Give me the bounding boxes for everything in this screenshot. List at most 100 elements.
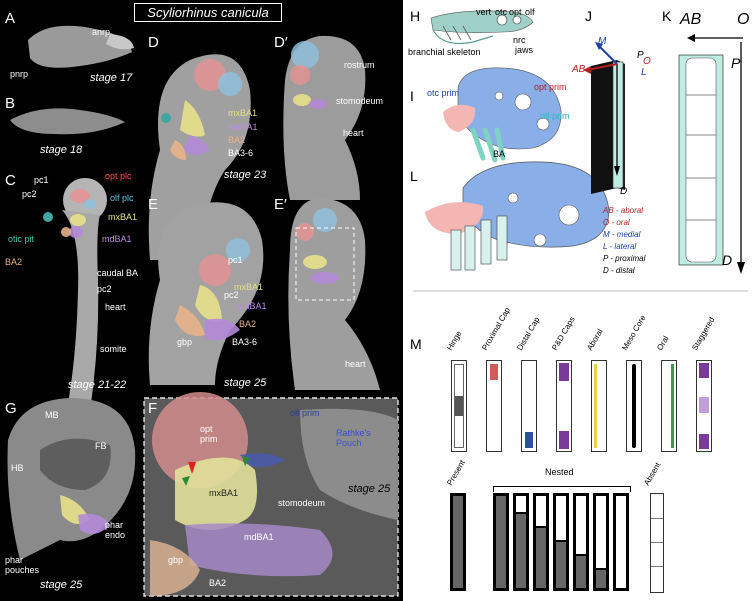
nested-bracket: [493, 486, 631, 492]
label-k-d: D: [722, 252, 733, 268]
label-mdba1-f: mdBA1: [244, 532, 274, 542]
bar-proximal-cap: [486, 360, 502, 452]
label-vert: vert: [476, 7, 492, 17]
panel-letter-d2: D′: [274, 34, 288, 51]
label-j-p: P: [637, 50, 644, 61]
panel-letter-c: C: [5, 172, 16, 189]
label-phar-endo: phar endo: [105, 520, 126, 540]
panel-letter-l: L: [410, 168, 418, 184]
panel-letter-g: G: [5, 400, 17, 417]
label-olf: olf: [525, 7, 535, 17]
label-pc1-e: pc1: [228, 255, 243, 265]
legend-medial: M - medial: [603, 230, 641, 239]
label-j-o: O: [643, 56, 651, 67]
bar-aboral: [591, 360, 607, 452]
label-ba2-e: BA2: [239, 319, 257, 329]
label-mxba1-e: mxBA1: [234, 282, 264, 292]
panel-letter-h: H: [410, 8, 421, 24]
bar-present: [450, 493, 466, 591]
label-heart-c: heart: [105, 302, 126, 312]
bar-pd-caps: [556, 360, 572, 452]
schematic-area: H I J K L M vert otc opt olf nrc jaws br…: [403, 0, 755, 601]
label-otc-prim: otc prim: [427, 88, 460, 98]
schematic-drawings: [413, 10, 748, 292]
label-mb: MB: [45, 410, 59, 420]
legend-proximal: P - proximal: [603, 254, 646, 263]
label-ba2-c: BA2: [5, 257, 23, 267]
label-stomodeum-d2: stomodeum: [336, 96, 384, 106]
label-ba3-6-d: BA3-6: [228, 148, 254, 158]
label-k-ab: AB: [680, 11, 702, 28]
bar-nested-3: [533, 493, 549, 591]
bar-nested-1: [493, 493, 509, 591]
label-gbp-e: gbp: [177, 337, 193, 347]
label-branchial-skeleton: branchial skeleton: [408, 47, 481, 57]
label-k-o: O: [737, 11, 750, 28]
bar-staggered: [696, 360, 712, 452]
label-caudal-ba: caudal BA: [97, 268, 139, 278]
panel-letter-j: J: [585, 8, 592, 24]
label-olf-plc: olf plc: [110, 193, 134, 203]
bar-oral: [661, 360, 677, 452]
sem-drawings: [7, 25, 399, 597]
label-heart-e2: heart: [345, 359, 366, 369]
label-mdba1-c: mdBA1: [102, 234, 132, 244]
label-otc: otc: [495, 7, 508, 17]
bar-nested-7: [613, 493, 629, 591]
panel-letter-e: E: [148, 196, 159, 213]
label-rathkes-pouch: Rathke's Pouch: [336, 428, 371, 448]
label-j-ab: AB: [572, 64, 586, 75]
label-somite: somite: [100, 344, 127, 354]
label-gbp-f: gbp: [168, 555, 184, 565]
label-mdba1-e: mdBA1: [237, 301, 267, 311]
legend-oral: O - oral: [603, 218, 630, 227]
panel-letter-d: D: [148, 34, 159, 51]
label-jaws: jaws: [515, 45, 534, 55]
label-pc1: pc1: [34, 175, 49, 185]
label-olf-prim-i: olf prim: [540, 111, 570, 121]
stage-label-c: stage 21-22: [68, 379, 127, 391]
label-pnrp: pnrp: [10, 69, 29, 79]
label-opt-plc: opt plc: [105, 171, 132, 181]
label-rostrum: rostrum: [344, 60, 375, 70]
stage-label-a: stage 17: [90, 72, 133, 84]
panel-letter-b: B: [5, 95, 16, 112]
label-fb: FB: [95, 441, 107, 451]
label-j-m: M: [598, 36, 607, 47]
label-opt: opt: [509, 7, 522, 17]
sem-panel-area: Scyliorhinus canicula A B C D D′ E E′ F …: [0, 0, 403, 601]
label-opt-prim-i: opt prim: [534, 82, 567, 92]
stage-label-g: stage 25: [40, 579, 83, 591]
label-phar-pouches: phar pouches: [5, 555, 40, 575]
panel-letter-f: F: [148, 400, 158, 417]
label-k-p: P: [731, 55, 741, 71]
legend-lateral: L - lateral: [603, 242, 637, 251]
stage-label-d: stage 23: [224, 169, 267, 181]
panel-letter-a: A: [5, 10, 16, 27]
label-ba2-d: BA2: [228, 135, 246, 145]
label-stomodeum-f: stomodeum: [278, 498, 326, 508]
bar-nested-5: [573, 493, 589, 591]
label-ba-i: BA: [493, 149, 506, 159]
stage-label-b: stage 18: [40, 144, 83, 156]
label-mdba1-d: mdBA1: [228, 122, 258, 132]
stage-label-e: stage 25: [224, 377, 267, 389]
stage-label-f: stage 25: [348, 483, 391, 495]
bar-absent: [650, 493, 664, 593]
label-hb: HB: [11, 463, 24, 473]
label-anrp: anrp: [92, 27, 111, 37]
label-olf-prim-f: olf prim: [290, 408, 320, 418]
label-nested: Nested: [545, 467, 574, 477]
legend-distal: D - distal: [603, 266, 635, 275]
label-mxba1-f: mxBA1: [209, 488, 239, 498]
label-j-d: D: [620, 186, 628, 197]
legend-aboral: AB - aboral: [603, 206, 644, 215]
label-ba2-f: BA2: [209, 578, 227, 588]
panel-letter-e2: E′: [274, 196, 287, 213]
bar-distal-cap: [521, 360, 537, 452]
bar-nested-4: [553, 493, 569, 591]
panel-letter-k: K: [662, 8, 672, 24]
label-ba3-6-e: BA3-6: [232, 337, 258, 347]
label-mxba1-d: mxBA1: [228, 108, 258, 118]
bar-meso-core: [626, 360, 642, 452]
